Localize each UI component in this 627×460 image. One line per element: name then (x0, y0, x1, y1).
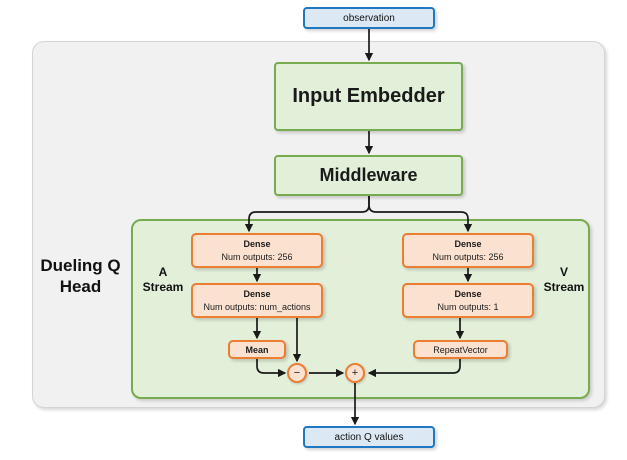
a-stream-dense-2-title: Dense (243, 288, 271, 299)
action-q-values-node[interactable]: action Q values (303, 426, 435, 448)
mean-label: Mean (245, 344, 269, 355)
add-symbol: + (351, 366, 359, 379)
v-stream-dense-2-node[interactable]: Dense Num outputs: 1 (402, 283, 534, 318)
v-stream-dense-2-title: Dense (454, 288, 482, 299)
repeat-vector-label: RepeatVector (433, 344, 488, 355)
dueling-q-head-label: Dueling Q Head (28, 255, 133, 298)
v-stream-dense-1-subtitle: Num outputs: 256 (432, 251, 504, 262)
middleware-label: Middleware (319, 165, 418, 185)
a-stream-dense-1-title: Dense (243, 238, 271, 249)
v-stream-label-line1: V (559, 265, 568, 279)
action-q-values-label: action Q values (334, 431, 404, 443)
subtract-operator-node[interactable]: − (287, 363, 307, 383)
v-stream-dense-1-title: Dense (454, 238, 482, 249)
a-stream-dense-2-subtitle: Num outputs: num_actions (203, 301, 311, 312)
v-stream-label: V Stream (536, 265, 592, 295)
add-operator-node[interactable]: + (345, 363, 365, 383)
observation-node[interactable]: observation (303, 7, 435, 29)
observation-label: observation (343, 12, 395, 24)
input-embedder-label: Input Embedder (292, 85, 445, 107)
repeat-vector-node[interactable]: RepeatVector (413, 340, 508, 359)
input-embedder-node[interactable]: Input Embedder (274, 62, 463, 131)
v-stream-label-line2: Stream (543, 280, 585, 294)
a-stream-dense-1-subtitle: Num outputs: 256 (221, 251, 293, 262)
dueling-q-head-label-line2: Head (59, 277, 102, 297)
a-stream-label-line2: Stream (142, 280, 184, 294)
v-stream-dense-2-subtitle: Num outputs: 1 (437, 301, 499, 312)
a-stream-label-line1: A (158, 265, 168, 279)
subtract-symbol: − (293, 366, 301, 379)
v-stream-dense-1-node[interactable]: Dense Num outputs: 256 (402, 233, 534, 268)
a-stream-dense-1-node[interactable]: Dense Num outputs: 256 (191, 233, 323, 268)
a-stream-dense-2-node[interactable]: Dense Num outputs: num_actions (191, 283, 323, 318)
mean-node[interactable]: Mean (228, 340, 286, 359)
dueling-q-head-label-line1: Dueling Q (40, 256, 121, 275)
a-stream-label: A Stream (137, 265, 189, 295)
middleware-node[interactable]: Middleware (274, 155, 463, 196)
